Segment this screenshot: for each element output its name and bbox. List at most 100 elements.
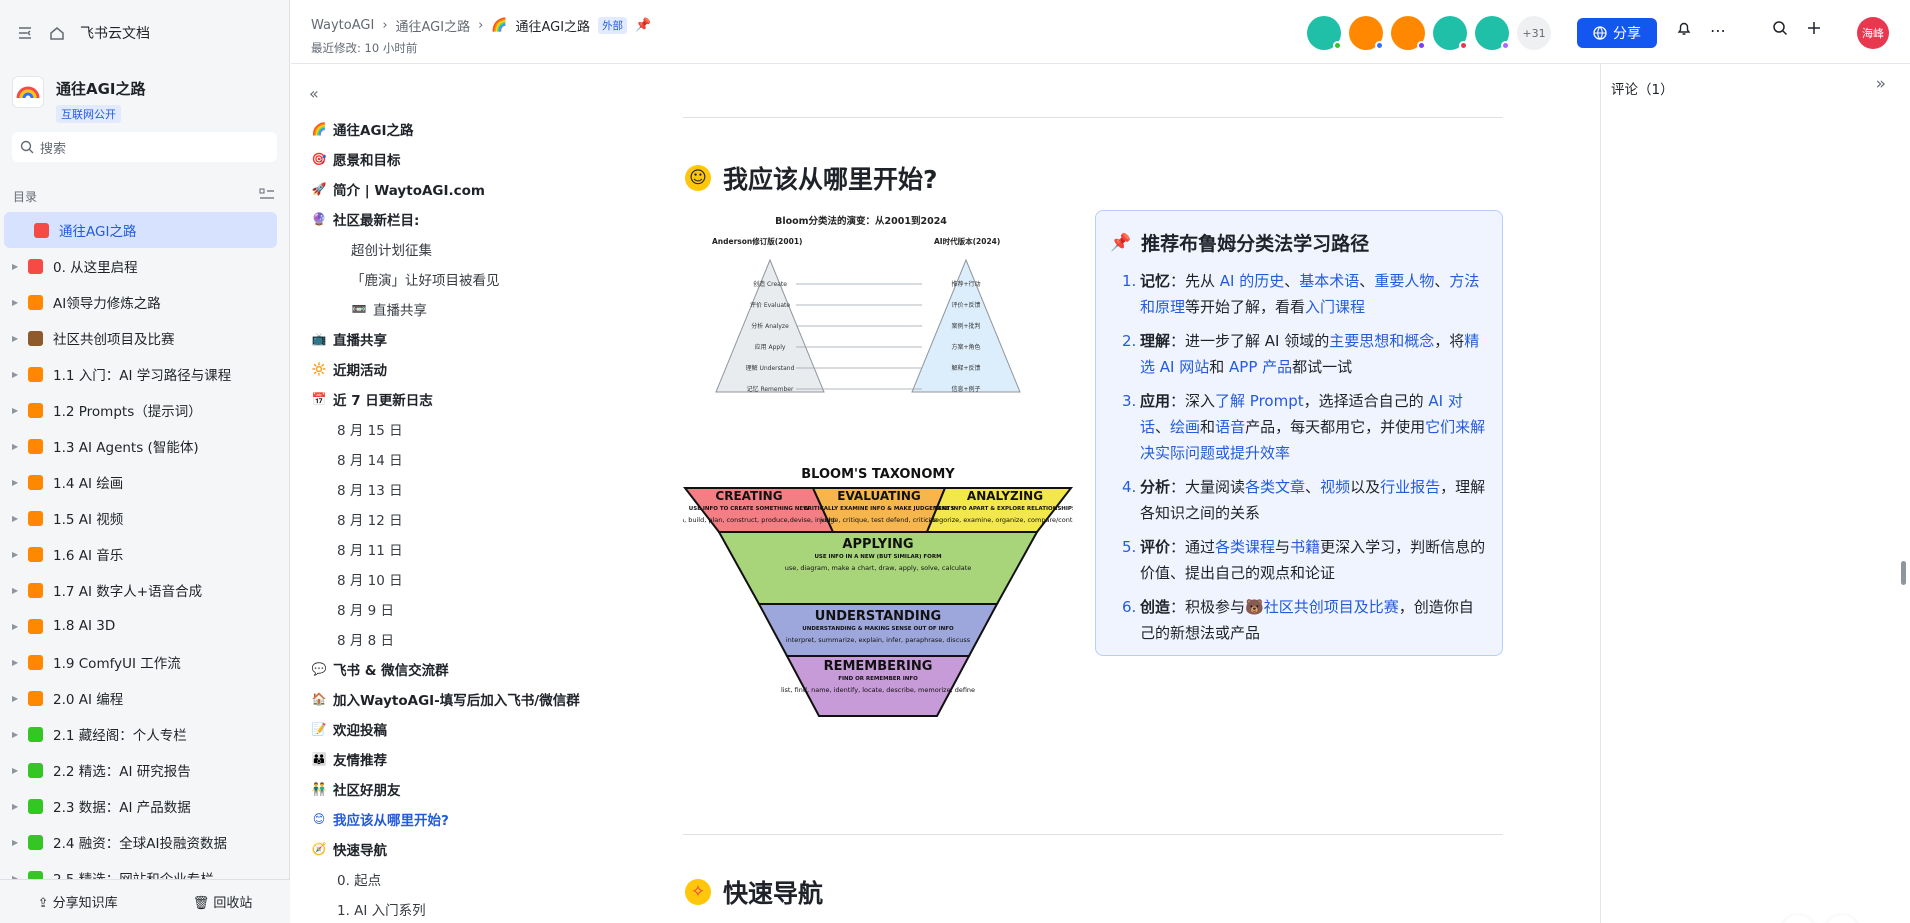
user-avatar[interactable]: 海峰 — [1857, 17, 1889, 49]
collaborator-avatar[interactable] — [1349, 16, 1384, 50]
sidebar-item[interactable]: 通往AGI之路 — [4, 212, 277, 248]
outline-item[interactable]: 🔮社区最新栏目: — [311, 204, 631, 234]
outline-item[interactable]: 8 月 12 日 — [311, 504, 631, 534]
doc-link[interactable]: 各类课程 — [1215, 538, 1276, 556]
sidebar-item[interactable]: ▶1.3 AI Agents (智能体) — [0, 428, 289, 464]
doc-link[interactable]: 它们来解决实际问题或提升效率 — [1140, 418, 1486, 462]
doc-link[interactable]: 语音 — [1215, 418, 1246, 436]
sidebar-item[interactable]: ▶2.1 藏经阁：个人专栏 — [0, 716, 289, 752]
outline-item[interactable]: 「鹿演」让好项目被看见 — [311, 264, 631, 294]
doc-link[interactable]: 方法和原理 — [1140, 272, 1480, 316]
sidebar-item[interactable]: ▶1.8 AI 3D — [0, 608, 289, 644]
expand-arrow-icon[interactable]: ▶ — [12, 477, 19, 487]
plus-icon[interactable] — [1806, 20, 1822, 41]
app-name[interactable]: 飞书云文档 — [80, 26, 150, 42]
expand-arrow-icon[interactable]: ▶ — [12, 297, 19, 307]
doc-link[interactable]: 了解 Prompt — [1215, 392, 1304, 410]
doc-link[interactable]: 精选 AI 网站 — [1140, 332, 1480, 376]
collaborator-avatar[interactable] — [1433, 16, 1468, 50]
pin-icon[interactable]: 📌 — [635, 18, 652, 33]
doc-link[interactable]: 视频 — [1320, 478, 1351, 496]
expand-arrow-icon[interactable]: ▶ — [12, 585, 19, 595]
doc-link[interactable]: AI 对话 — [1140, 392, 1463, 436]
outline-item[interactable]: 📼直播共享 — [311, 294, 631, 324]
outline-item[interactable]: 超创计划征集 — [311, 234, 631, 264]
doc-link[interactable]: APP 产品 — [1229, 358, 1293, 376]
outline-item[interactable]: 🔆近期活动 — [311, 354, 631, 384]
expand-arrow-icon[interactable]: ▶ — [12, 657, 19, 667]
outline-item[interactable]: 📝欢迎投稿 — [311, 714, 631, 744]
sidebar-item[interactable]: ▶社区共创项目及比赛 — [0, 320, 289, 356]
doc-link[interactable]: AI 的历史 — [1219, 272, 1285, 290]
collaborator-avatar[interactable] — [1475, 16, 1510, 50]
sidebar-item[interactable]: ▶1.4 AI 绘画 — [0, 464, 289, 500]
sidebar-item[interactable]: ▶AI领导力修炼之路 — [0, 284, 289, 320]
outline-item[interactable]: 8 月 15 日 — [311, 414, 631, 444]
doc-link[interactable]: 主要思想和概念 — [1329, 332, 1435, 350]
collaborator-avatar[interactable] — [1307, 16, 1342, 50]
outline-item[interactable]: 8 月 9 日 — [311, 594, 631, 624]
outline-item[interactable]: 📅近 7 日更新日志 — [311, 384, 631, 414]
doc-link[interactable]: 基本术语 — [1299, 272, 1360, 290]
outline-item[interactable]: 📺直播共享 — [311, 324, 631, 354]
breadcrumb-current[interactable]: 通往AGI之路 — [515, 20, 591, 35]
share-button[interactable]: 分享 — [1577, 18, 1657, 48]
outline-item[interactable]: 0. 起点 — [311, 864, 631, 894]
trash-button[interactable]: 🗑 回收站 — [193, 892, 253, 911]
search-icon[interactable] — [1772, 20, 1788, 41]
outline-item[interactable]: 🎯愿景和目标 — [311, 144, 631, 174]
outline-item[interactable]: 8 月 14 日 — [311, 444, 631, 474]
sidebar-item[interactable]: ▶2.3 数据：AI 产品数据 — [0, 788, 289, 824]
collapse-comments-icon[interactable]: » — [1875, 74, 1886, 94]
breadcrumb-item[interactable]: WaytoAGI — [311, 18, 375, 33]
doc-assistant-icon[interactable]: ▣ — [1781, 915, 1815, 923]
outline-item[interactable]: 8 月 13 日 — [311, 474, 631, 504]
toc-options-icon[interactable] — [259, 188, 275, 205]
expand-arrow-icon[interactable]: ▶ — [12, 261, 19, 271]
collapse-outline-icon[interactable]: « — [309, 84, 319, 103]
sidebar-item[interactable]: ▶1.1 入门：AI 学习路径与课程 — [0, 356, 289, 392]
expand-arrow-icon[interactable]: ▶ — [12, 873, 19, 883]
outline-item[interactable]: 🏠加入WaytoAGI-填写后加入飞书/微信群 — [311, 684, 631, 714]
expand-arrow-icon[interactable]: ▶ — [12, 405, 19, 415]
search-input[interactable]: 搜索 — [12, 132, 277, 162]
more-icon[interactable]: ⋯ — [1710, 21, 1726, 40]
sidebar-item[interactable]: ▶2.2 精选：AI 研究报告 — [0, 752, 289, 788]
doc-link[interactable]: 行业报告 — [1380, 478, 1441, 496]
scrollbar-thumb[interactable] — [1901, 561, 1906, 585]
outline-item[interactable]: 8 月 11 日 — [311, 534, 631, 564]
home-icon[interactable] — [48, 24, 66, 42]
sidebar-item[interactable]: ▶1.5 AI 视频 — [0, 500, 289, 536]
sidebar-item[interactable]: ▶1.9 ComfyUI 工作流 — [0, 644, 289, 680]
collaborator-avatar[interactable] — [1391, 16, 1426, 50]
breadcrumb-item[interactable]: 通往AGI之路 — [395, 20, 471, 35]
outline-item[interactable]: 8 月 10 日 — [311, 564, 631, 594]
doc-link[interactable]: 绘画 — [1170, 418, 1201, 436]
expand-arrow-icon[interactable]: ▶ — [12, 369, 19, 379]
bell-icon[interactable] — [1676, 20, 1692, 41]
expand-arrow-icon[interactable]: ▶ — [12, 549, 19, 559]
doc-link[interactable]: 社区共创项目及比赛 — [1263, 598, 1399, 616]
expand-arrow-icon[interactable]: ▶ — [12, 621, 19, 631]
expand-arrow-icon[interactable]: ▶ — [12, 441, 19, 451]
outline-item[interactable]: 👪友情推荐 — [311, 744, 631, 774]
doc-link[interactable]: 书籍 — [1290, 538, 1321, 556]
outline-item[interactable]: 🧭快速导航 — [311, 834, 631, 864]
expand-arrow-icon[interactable]: ▶ — [12, 801, 19, 811]
sidebar-item[interactable]: ▶2.4 融资：全球AI投融资数据 — [0, 824, 289, 860]
help-icon[interactable]: ? — [1825, 915, 1859, 923]
sidebar-item[interactable]: ▶1.7 AI 数字人+语音合成 — [0, 572, 289, 608]
expand-arrow-icon[interactable]: ▶ — [12, 513, 19, 523]
doc-link[interactable]: 各类文章 — [1245, 478, 1306, 496]
more-collaborators-count[interactable]: +31 — [1517, 16, 1551, 50]
outline-item[interactable]: 🌈通往AGI之路 — [311, 114, 631, 144]
sidebar-item[interactable]: ▶2.0 AI 编程 — [0, 680, 289, 716]
expand-arrow-icon[interactable]: ▶ — [12, 765, 19, 775]
share-library-button[interactable]: ⇪ 分享知识库 — [38, 892, 118, 911]
space-header[interactable]: 通往AGI之路 互联网公开 — [0, 66, 289, 126]
expand-arrow-icon[interactable]: ▶ — [12, 837, 19, 847]
expand-arrow-icon[interactable]: ▶ — [12, 729, 19, 739]
outline-item[interactable]: 🚀简介 | WaytoAGI.com — [311, 174, 631, 204]
outline-item[interactable]: 1. AI 入门系列 — [311, 894, 631, 923]
